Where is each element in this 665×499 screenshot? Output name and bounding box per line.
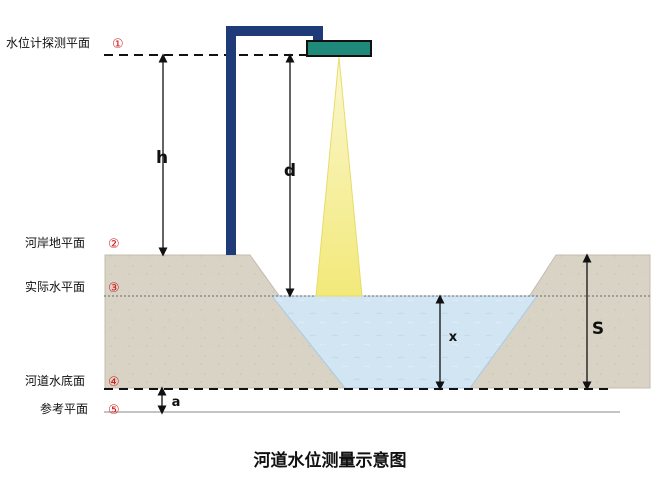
level-marker-5: ⑤: [108, 403, 120, 418]
level-label-actual-water: 实际水平面: [25, 279, 85, 294]
level-marker-1: ①: [112, 37, 124, 52]
level-marker-4: ④: [108, 375, 120, 390]
sensor-beam: [315, 56, 363, 297]
dimension-x-label: x: [449, 330, 458, 345]
dimension-s-label: S: [592, 319, 604, 339]
level-label-riverbed: 河道水底面: [25, 373, 85, 388]
level-marker-2: ②: [108, 237, 120, 252]
diagram-caption: 河道水位测量示意图: [254, 450, 407, 471]
level-label-probe-plane: 水位计探测平面: [6, 35, 90, 50]
gauge-mounting-pole: [226, 26, 323, 255]
level-marker-3: ③: [108, 281, 120, 296]
level-label-bank-ground: 河岸地平面: [25, 236, 85, 250]
dimension-d-label: d: [284, 161, 296, 181]
dimension-h-label: h: [156, 148, 168, 168]
dimension-a-label: a: [172, 395, 181, 410]
level-label-reference: 参考平面: [40, 401, 88, 416]
water-level-sensor: [306, 40, 372, 57]
